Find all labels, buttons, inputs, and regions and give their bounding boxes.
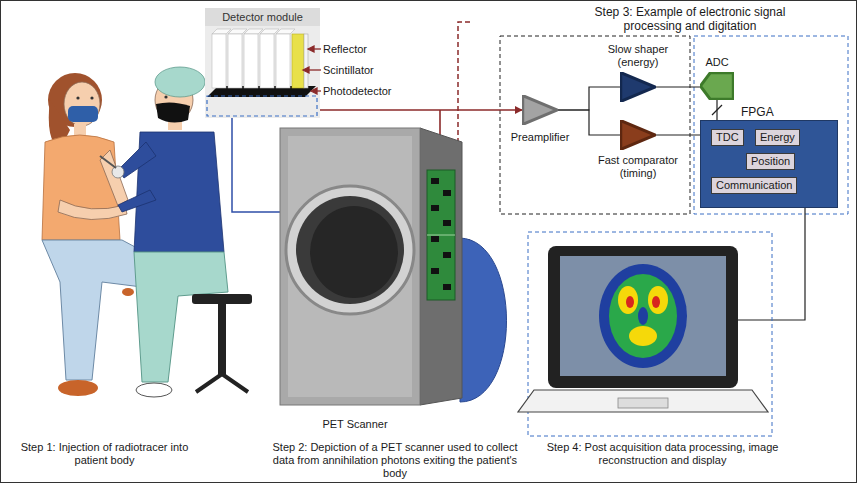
part-label: Photodetector [323, 85, 392, 98]
laptop-picture [518, 246, 768, 412]
signal-connector [656, 86, 700, 87]
function-label: TDC [716, 131, 739, 144]
step-caption: Step 4: Post acquisition data processing… [540, 441, 785, 467]
amplifier-symbol [620, 120, 656, 150]
adc-block: ADC [700, 72, 734, 100]
scanner-label: PET Scanner [300, 418, 410, 431]
analog-frame [500, 36, 690, 214]
converter-symbol [700, 72, 734, 100]
part-label: Scintillator [323, 64, 374, 77]
function-label: Position [751, 155, 790, 168]
comparator-label: Fast comparator (timing) [590, 154, 686, 180]
fpga-label: FPGA [741, 105, 774, 119]
detector-module-picture [205, 8, 320, 118]
step-caption: Step 1: Injection of radiotracer into pa… [12, 441, 197, 467]
slow-shaper-triangle: Slow shaper (energy) [620, 72, 656, 102]
communication-box: Communication [711, 177, 797, 194]
detector-module: Detector module [205, 8, 320, 118]
module-title: Detector module [205, 8, 320, 24]
amplifier-symbol [522, 95, 558, 125]
function-label: Energy [760, 131, 795, 144]
digital-frame [694, 36, 848, 214]
shaper-label: Slow shaper (energy) [598, 43, 678, 69]
step-caption: Step 3: Example of electronic signal pro… [565, 5, 815, 33]
bus-slash [712, 105, 722, 115]
tdc-box: TDC [711, 129, 744, 146]
function-label: Communication [716, 179, 792, 192]
energy-box: Energy [755, 129, 800, 146]
part-label: Reflector [323, 43, 367, 56]
amplifier-symbol [620, 72, 656, 102]
pet-scanner-picture [280, 128, 507, 405]
fpga-block: FPGATDCEnergyPositionCommunication [700, 120, 838, 208]
step-caption: Step 2: Depiction of a PET scanner used … [262, 441, 528, 480]
signal-connector [320, 109, 522, 111]
amplifier-label: Preamplifier [511, 131, 570, 144]
adc-label: ADC [705, 56, 728, 69]
preamplifier-triangle: Preamplifier [522, 95, 558, 125]
part-pointer-arrows [303, 46, 321, 94]
fast-comparator-triangle: Fast comparator (timing) [620, 120, 656, 150]
position-box: Position [746, 153, 795, 170]
signal-connector [558, 87, 620, 110]
